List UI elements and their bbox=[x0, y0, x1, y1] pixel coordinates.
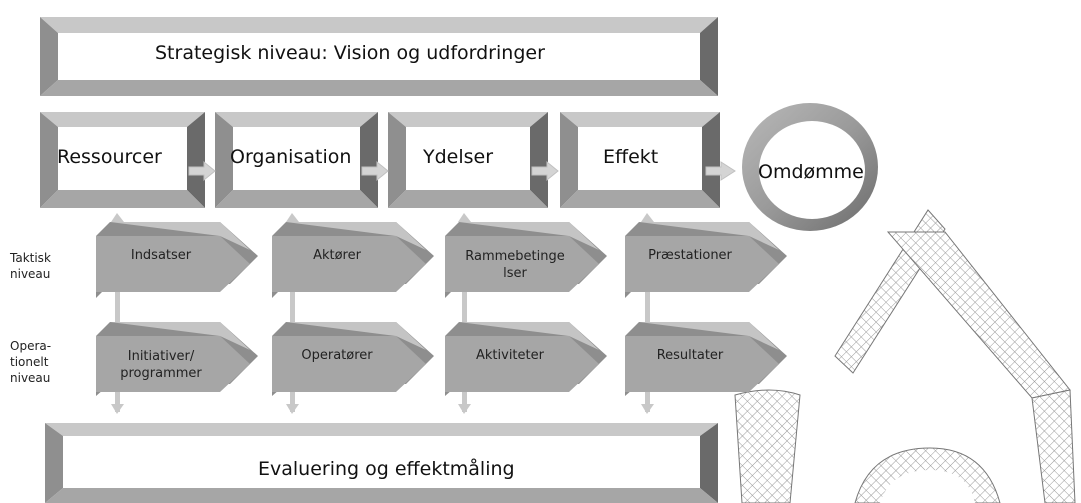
vertical-connectors bbox=[111, 213, 654, 414]
tactical-arrow-label-indsatser: Indsatser bbox=[130, 248, 192, 263]
operational-level-label: Opera- tionelt niveau bbox=[10, 339, 52, 385]
operational-arrow-label-initiativer: Initiativer/ programmer bbox=[120, 349, 202, 381]
strategic-label: Strategisk niveau: Vision og udfordringe… bbox=[155, 42, 545, 64]
background-logo bbox=[734, 209, 1076, 503]
tactical-arrow-label-praestationer: Præstationer bbox=[648, 248, 732, 263]
evaluation-frame bbox=[45, 423, 718, 503]
connector-arrows bbox=[188, 160, 736, 182]
operational-arrow-shapes bbox=[96, 322, 787, 396]
tactical-arrow-label-rammebetingelser: Rammebetinge lser bbox=[465, 249, 565, 281]
box-label-organisation: Organisation bbox=[230, 146, 352, 168]
strategic-frame bbox=[40, 17, 718, 96]
reputation-label: Omdømme bbox=[758, 161, 864, 183]
box-label-effekt: Effekt bbox=[603, 146, 659, 168]
tactical-arrow-label-aktorer: Aktører bbox=[313, 248, 361, 263]
operational-arrow-label-resultater: Resultater bbox=[656, 348, 724, 363]
tactical-arrow-shapes bbox=[96, 222, 787, 298]
reputation-ring bbox=[742, 103, 878, 231]
tactical-level-label: Taktisk niveau bbox=[10, 251, 51, 281]
operational-arrow-label-aktiviteter: Aktiviteter bbox=[476, 348, 544, 363]
top-box-frames bbox=[40, 112, 720, 208]
evaluation-label: Evaluering og effektmåling bbox=[258, 458, 515, 480]
box-label-ydelser: Ydelser bbox=[423, 146, 494, 168]
box-label-ressourcer: Ressourcer bbox=[57, 146, 162, 168]
operational-arrow-label-operatorer: Operatører bbox=[301, 348, 373, 363]
